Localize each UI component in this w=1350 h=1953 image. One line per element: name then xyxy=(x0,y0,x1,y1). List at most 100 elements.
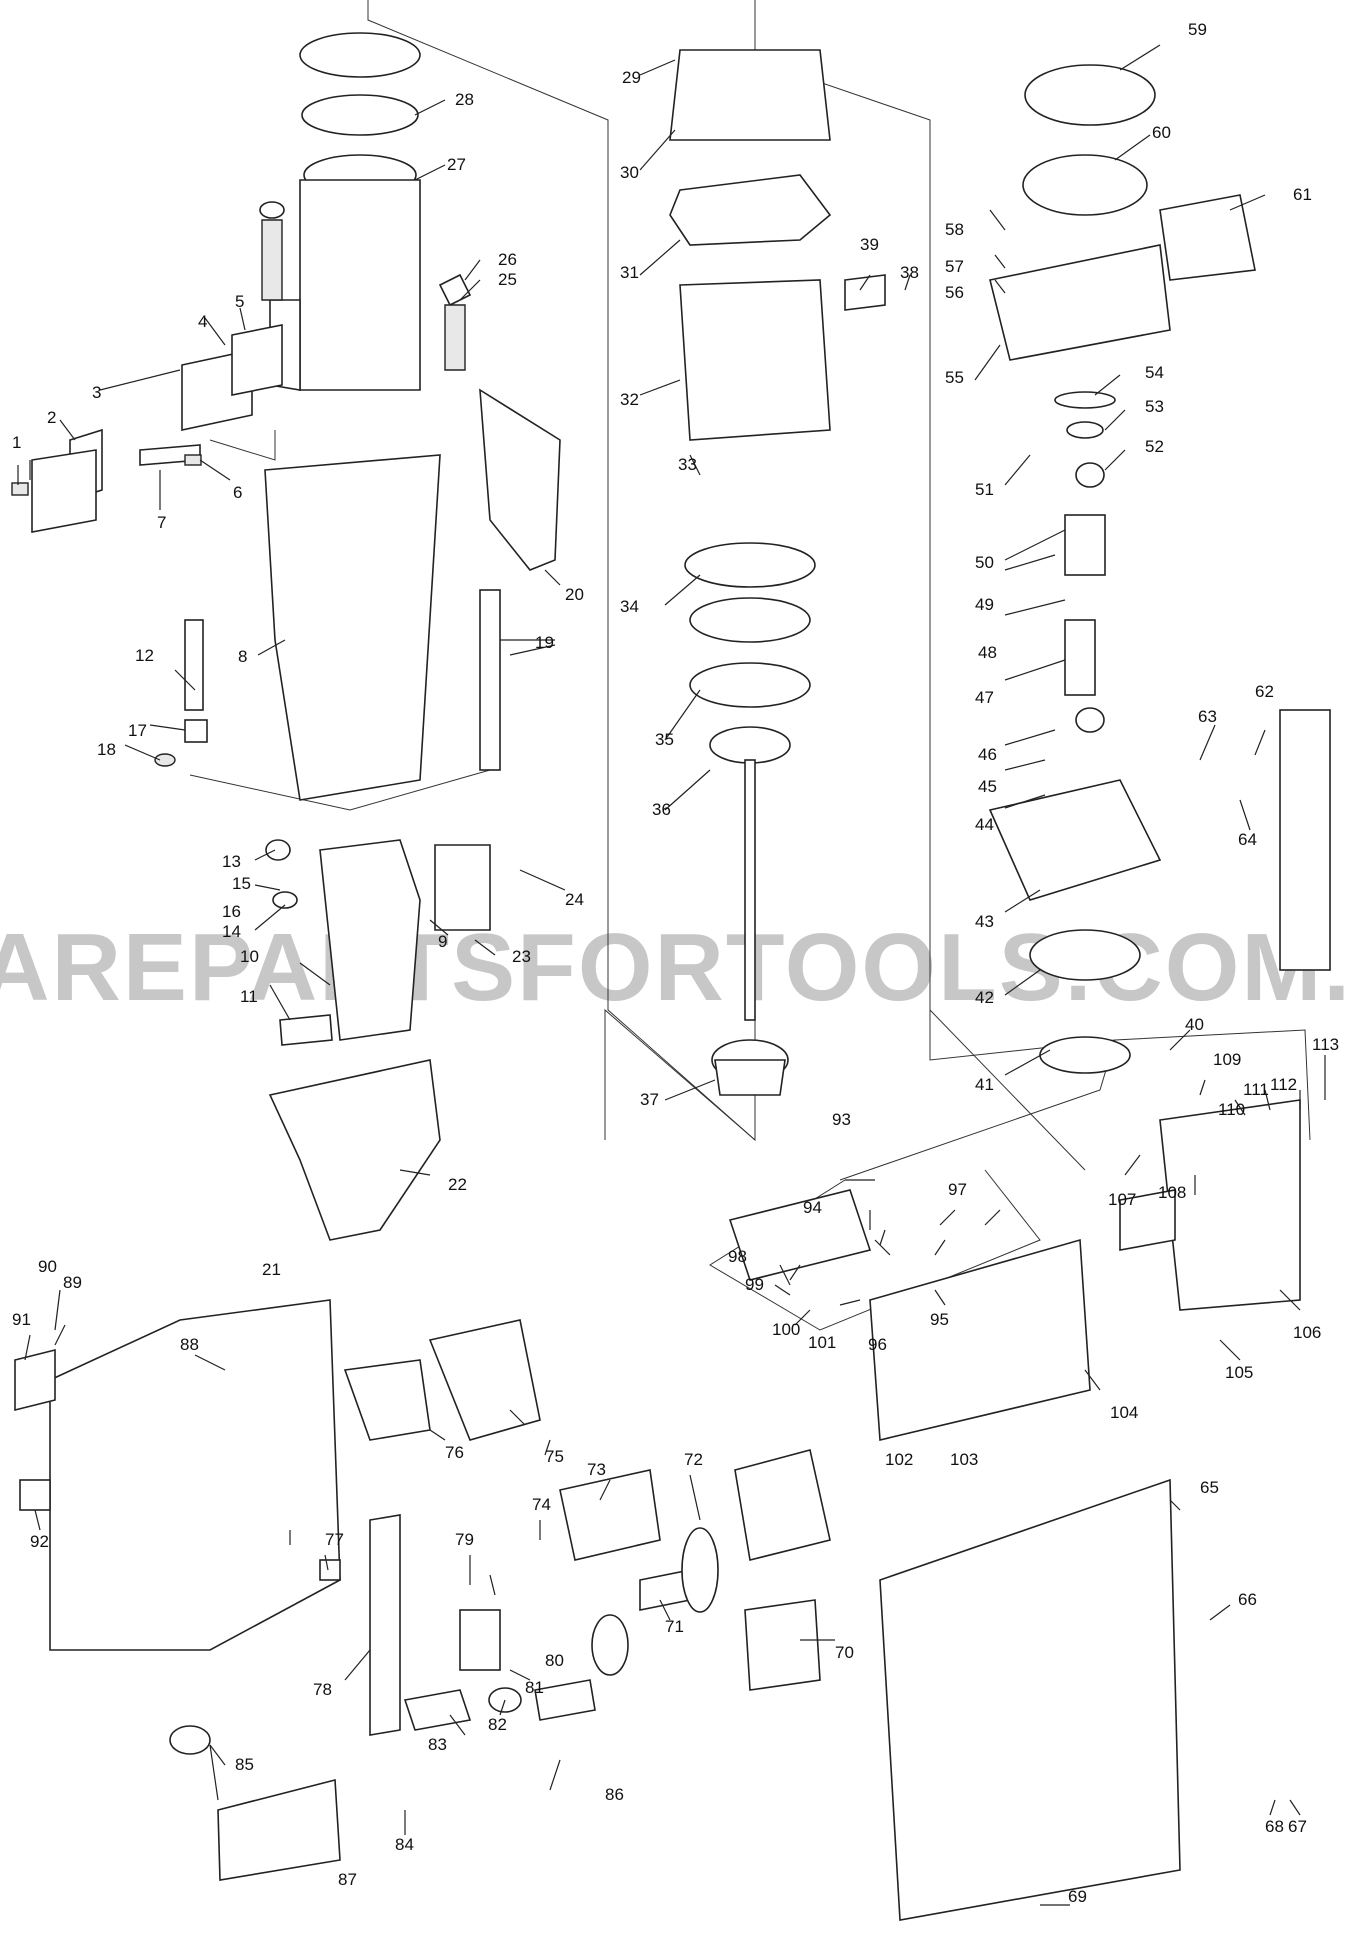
part-label-4: 4 xyxy=(198,312,207,331)
part-label-86: 86 xyxy=(605,1785,624,1804)
part-label-66: 66 xyxy=(1238,1590,1257,1609)
part-label-67: 67 xyxy=(1288,1817,1307,1836)
part-label-61: 61 xyxy=(1293,185,1312,204)
part-label-46: 46 xyxy=(978,745,997,764)
part-label-72: 72 xyxy=(684,1450,703,1469)
part-label-35: 35 xyxy=(655,730,674,749)
part-label-40: 40 xyxy=(1185,1015,1204,1034)
part-label-113: 113 xyxy=(1312,1035,1339,1054)
part-label-52: 52 xyxy=(1145,437,1164,456)
part-label-26: 26 xyxy=(498,250,517,269)
part-label-53: 53 xyxy=(1145,397,1164,416)
part-label-19: 19 xyxy=(535,633,554,652)
part-label-59: 59 xyxy=(1188,20,1207,39)
part-label-12: 12 xyxy=(135,646,154,665)
part-label-44: 44 xyxy=(975,815,994,834)
part-label-48: 48 xyxy=(978,643,997,662)
part-label-50: 50 xyxy=(975,553,994,572)
part-label-43: 43 xyxy=(975,912,994,931)
part-label-25: 25 xyxy=(498,270,517,289)
part-label-109: 109 xyxy=(1213,1050,1241,1069)
watermark-text: SPAREPARTSFORTOOLS.COM.AU xyxy=(0,914,1350,1021)
part-label-94: 94 xyxy=(803,1198,822,1217)
part-label-1: 1 xyxy=(12,433,21,452)
part-label-98: 98 xyxy=(728,1247,747,1266)
part-label-7: 7 xyxy=(157,513,166,532)
part-label-27: 27 xyxy=(447,155,466,174)
part-shapes-lower xyxy=(14,1189,1181,1921)
part-label-79: 79 xyxy=(455,1530,474,1549)
part-label-2: 2 xyxy=(47,408,56,427)
part-label-83: 83 xyxy=(428,1735,447,1754)
part-label-37: 37 xyxy=(640,1090,659,1109)
part-label-90: 90 xyxy=(38,1257,57,1276)
part-label-71: 71 xyxy=(665,1617,684,1636)
leader-lines xyxy=(17,44,1326,1906)
part-label-34: 34 xyxy=(620,597,639,616)
part-label-95: 95 xyxy=(930,1310,949,1329)
part-label-3: 3 xyxy=(92,383,101,402)
part-label-74: 74 xyxy=(532,1495,551,1514)
part-label-87: 87 xyxy=(338,1870,357,1889)
part-label-38: 38 xyxy=(900,263,919,282)
part-label-20: 20 xyxy=(565,585,584,604)
part-label-106: 106 xyxy=(1293,1323,1321,1342)
part-label-93: 93 xyxy=(832,1110,851,1129)
part-label-22: 22 xyxy=(448,1175,467,1194)
part-label-23: 23 xyxy=(512,947,531,966)
part-label-41: 41 xyxy=(975,1075,994,1094)
part-label-85: 85 xyxy=(235,1755,254,1774)
part-label-80: 80 xyxy=(545,1651,564,1670)
part-label-103: 103 xyxy=(950,1450,978,1469)
part-label-81: 81 xyxy=(525,1678,544,1697)
part-label-39: 39 xyxy=(860,235,879,254)
part-label-45: 45 xyxy=(978,777,997,796)
part-label-102: 102 xyxy=(885,1450,913,1469)
part-label-6: 6 xyxy=(233,483,242,502)
part-label-63: 63 xyxy=(1198,707,1217,726)
part-label-15: 15 xyxy=(232,874,251,893)
part-label-105: 105 xyxy=(1225,1363,1253,1382)
part-shapes-column-3 xyxy=(988,64,1331,1311)
part-label-91: 91 xyxy=(12,1310,31,1329)
part-label-78: 78 xyxy=(313,1680,332,1699)
part-label-77: 77 xyxy=(325,1530,344,1549)
part-label-82: 82 xyxy=(488,1715,507,1734)
part-label-54: 54 xyxy=(1145,363,1164,382)
part-label-89: 89 xyxy=(63,1273,82,1292)
part-label-62: 62 xyxy=(1255,682,1274,701)
part-label-75: 75 xyxy=(545,1447,564,1466)
part-label-51: 51 xyxy=(975,480,994,499)
part-shapes-column-2 xyxy=(669,49,886,1096)
part-label-49: 49 xyxy=(975,595,994,614)
part-label-33: 33 xyxy=(678,455,697,474)
part-label-73: 73 xyxy=(587,1460,606,1479)
part-label-68: 68 xyxy=(1265,1817,1284,1836)
part-label-99: 99 xyxy=(745,1275,764,1294)
part-label-57: 57 xyxy=(945,257,964,276)
part-label-24: 24 xyxy=(565,890,584,909)
part-label-76: 76 xyxy=(445,1443,464,1462)
part-label-84: 84 xyxy=(395,1835,414,1854)
part-label-47: 47 xyxy=(975,688,994,707)
part-label-17: 17 xyxy=(128,721,147,740)
part-label-107: 107 xyxy=(1108,1190,1136,1209)
part-label-11: 11 xyxy=(240,987,258,1006)
part-label-21: 21 xyxy=(262,1260,281,1279)
part-label-31: 31 xyxy=(620,263,639,282)
part-label-110: 110 xyxy=(1218,1100,1245,1119)
part-label-28: 28 xyxy=(455,90,474,109)
part-label-69: 69 xyxy=(1068,1887,1087,1906)
part-label-18: 18 xyxy=(97,740,116,759)
part-label-64: 64 xyxy=(1238,830,1257,849)
part-label-100: 100 xyxy=(772,1320,800,1339)
part-label-65: 65 xyxy=(1200,1478,1219,1497)
part-shapes xyxy=(11,32,561,1241)
part-label-101: 101 xyxy=(808,1333,836,1352)
part-label-88: 88 xyxy=(180,1335,199,1354)
part-label-111: 111 xyxy=(1243,1080,1269,1099)
part-label-55: 55 xyxy=(945,368,964,387)
part-label-29: 29 xyxy=(622,68,641,87)
part-label-9: 9 xyxy=(438,932,447,951)
part-label-14: 14 xyxy=(222,922,241,941)
